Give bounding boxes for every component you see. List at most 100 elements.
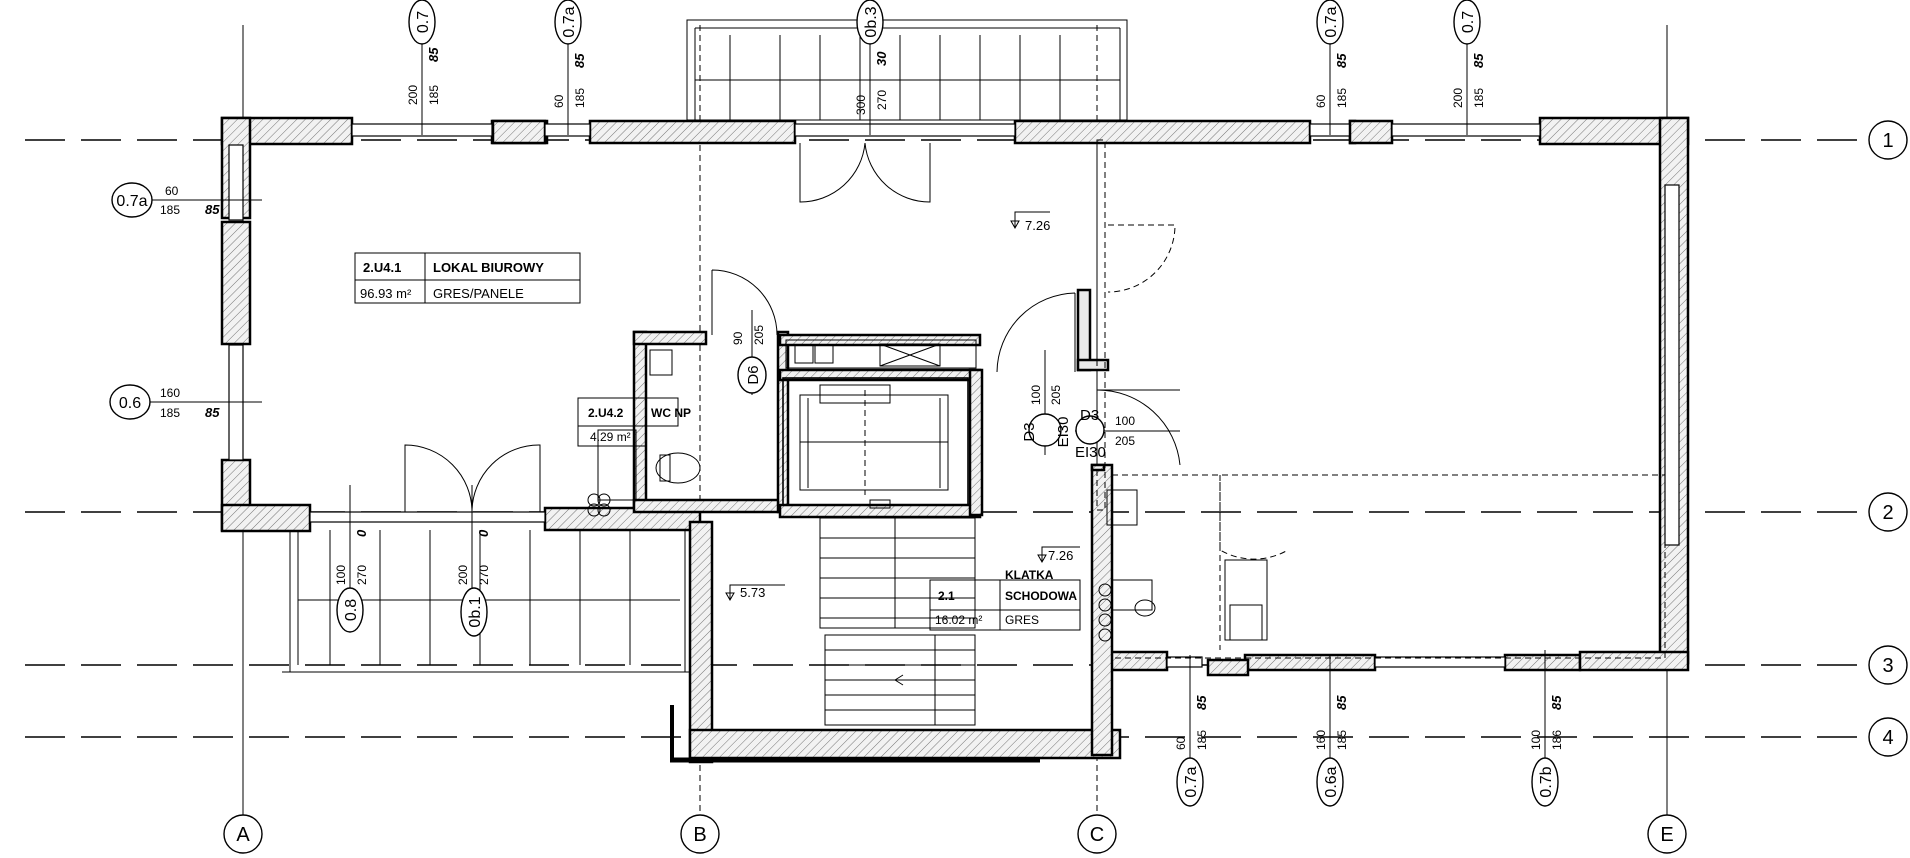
- office-code: 2.U4.1: [363, 260, 401, 275]
- window-top-4-dim-a: 60: [1314, 94, 1328, 108]
- axis-label-3: 3: [1882, 655, 1893, 677]
- door-d3-right-dim-a: 100: [1115, 414, 1135, 428]
- wc-area: 4.29 m²: [590, 430, 631, 444]
- window-tag-left-2: 0.6 160 185 85: [109, 384, 262, 420]
- axis-bubble-1: 1: [1868, 120, 1908, 160]
- axis-bubble-3: 3: [1868, 645, 1908, 685]
- window-tag-bottom-3-text: 0.7b: [1538, 766, 1555, 797]
- window-tag-top-5-text: 0.7: [1460, 11, 1477, 33]
- axis-bubble-b: B: [680, 814, 720, 854]
- door-tag-d3-left: D3 EI30 100 205: [1021, 350, 1072, 455]
- window-left-1-dim-a: 60: [165, 184, 179, 198]
- window-tag-left-1-text: 0.7a: [116, 193, 147, 210]
- window-tag-top-2: 0.7a 60 185 85: [552, 0, 587, 135]
- window-tag-top-3-text: 0b.3: [863, 6, 880, 37]
- window-bottom-1-dim-b: 185: [1195, 730, 1209, 750]
- grid-axes: 1 2 3 4 A B C E: [25, 25, 1908, 854]
- axis-bubble-4: 4: [1868, 717, 1908, 757]
- door-d6-dim-a: 90: [731, 331, 745, 345]
- window-bottom-3-dim-b: 186: [1550, 730, 1564, 750]
- office-name: LOKAL BIUROWY: [433, 260, 544, 275]
- door-d3-left-dim-b: 205: [1049, 385, 1063, 405]
- windows: [228, 119, 1680, 677]
- door-tag-balcony-1: 0.8 100 270 0: [334, 485, 369, 633]
- axis-label-c: C: [1090, 824, 1104, 846]
- elevator-shaft: [782, 377, 969, 506]
- window-tag-bottom-3: 0.7b 100 186 85: [1529, 650, 1564, 807]
- stair-name-1: KLATKA: [1005, 568, 1054, 582]
- axis-bubble-c: C: [1077, 814, 1117, 854]
- door-d3-left-dim-a: 100: [1029, 385, 1043, 405]
- window-left-2-dim-b: 185: [160, 406, 180, 420]
- window-top-2-sill: 85: [572, 53, 587, 68]
- window-bottom-1-sill: 85: [1194, 695, 1209, 710]
- axis-bubble-e: E: [1647, 814, 1687, 854]
- level-office-text: 7.26: [1025, 218, 1050, 233]
- door-d6-tag-text: D6: [745, 365, 762, 384]
- axis-label-e: E: [1660, 824, 1673, 846]
- window-top-5-dim-a: 200: [1451, 88, 1465, 108]
- stair-area: 16.02 m²: [935, 613, 982, 627]
- window-bottom-1-dim-a: 60: [1174, 736, 1188, 750]
- window-top-3-dim-a: 300: [854, 95, 868, 115]
- axis-label-b: B: [693, 824, 706, 846]
- axis-label-2: 2: [1882, 502, 1893, 524]
- window-bottom-3-sill: 85: [1549, 695, 1564, 710]
- window-top-2-dim-a: 60: [552, 94, 566, 108]
- window-left-1-sill: 85: [205, 202, 220, 217]
- window-tag-top-1-text: 0.7: [415, 11, 432, 33]
- window-top-5-dim-b: 185: [1472, 88, 1486, 108]
- window-top-5-sill: 85: [1471, 53, 1486, 68]
- window-tag-bottom-1: 0.7a 60 185 85: [1174, 655, 1209, 807]
- window-left-1-dim-b: 185: [160, 203, 180, 217]
- window-tag-top-2-text: 0.7a: [561, 6, 578, 37]
- doors: [404, 142, 1289, 560]
- axis-bubble-2: 2: [1868, 492, 1908, 532]
- balcony-door-1-dim-b: 270: [355, 565, 369, 585]
- level-marker-stair: 7.26: [1037, 546, 1080, 564]
- axis-label-1: 1: [1882, 130, 1893, 152]
- window-top-2-dim-b: 185: [573, 88, 587, 108]
- window-top-1-dim-a: 200: [406, 85, 420, 105]
- office-area: 96.93 m²: [360, 286, 412, 301]
- window-tag-left-2-text: 0.6: [119, 395, 141, 412]
- window-tag-top-4: 0.7a 60 185 85: [1314, 0, 1349, 135]
- door-d3-right-rating: EI30: [1075, 444, 1106, 461]
- door-tag-balcony-2-text: 0b.1: [467, 596, 484, 627]
- window-top-3-dim-b: 270: [875, 90, 889, 110]
- window-tag-top-4-text: 0.7a: [1323, 6, 1340, 37]
- balcony-door-2-sill: 0: [476, 529, 491, 537]
- top-balcony-outline: [686, 19, 1128, 121]
- door-tag-balcony-2: 0b.1 200 270 0: [456, 485, 491, 637]
- door-tag-d6: D6 90 205: [731, 310, 767, 395]
- door-d6-dim-b: 205: [752, 325, 766, 345]
- window-top-4-sill: 85: [1334, 53, 1349, 68]
- window-tag-bottom-2: 0.6a 160 185 85: [1314, 655, 1349, 807]
- door-tag-d3-right: D3 EI30 100 205: [1075, 407, 1180, 461]
- room-label-stair: KLATKA 2.1 SCHODOWA 16.02 m² GRES: [935, 568, 1077, 627]
- window-tag-bottom-2-text: 0.6a: [1323, 766, 1340, 797]
- window-left-2-sill: 85: [205, 405, 220, 420]
- level-stair-text: 7.26: [1048, 548, 1073, 563]
- balcony-door-1-dim-a: 100: [334, 565, 348, 585]
- staircase: [819, 517, 976, 726]
- window-left-2-dim-a: 160: [160, 386, 180, 400]
- door-tag-balcony-1-text: 0.8: [343, 599, 360, 621]
- window-bottom-2-dim-a: 160: [1314, 730, 1328, 750]
- stair-name-2: SCHODOWA: [1005, 589, 1077, 603]
- window-tag-top-3: 0b.3 300 270 30: [854, 0, 889, 135]
- door-d3-right-tag-text: D3: [1080, 407, 1099, 424]
- office-finish: GRES/PANELE: [433, 286, 524, 301]
- axis-label-a: A: [236, 824, 250, 846]
- stair-code: 2.1: [938, 589, 955, 603]
- bottom-balcony: [282, 521, 690, 673]
- top-balcony: [686, 19, 1128, 121]
- door-d3-right-dim-b: 205: [1115, 434, 1135, 448]
- axis-bubble-a: A: [223, 814, 263, 854]
- interior-details: [354, 139, 1666, 726]
- window-tag-top-1: 0.7 200 185 85: [406, 0, 441, 135]
- door-d3-left-tag-text: D3: [1021, 422, 1038, 441]
- level-marker-terrace: 5.73: [725, 584, 785, 602]
- level-terrace-text: 5.73: [740, 585, 765, 600]
- window-bottom-3-dim-a: 100: [1529, 730, 1543, 750]
